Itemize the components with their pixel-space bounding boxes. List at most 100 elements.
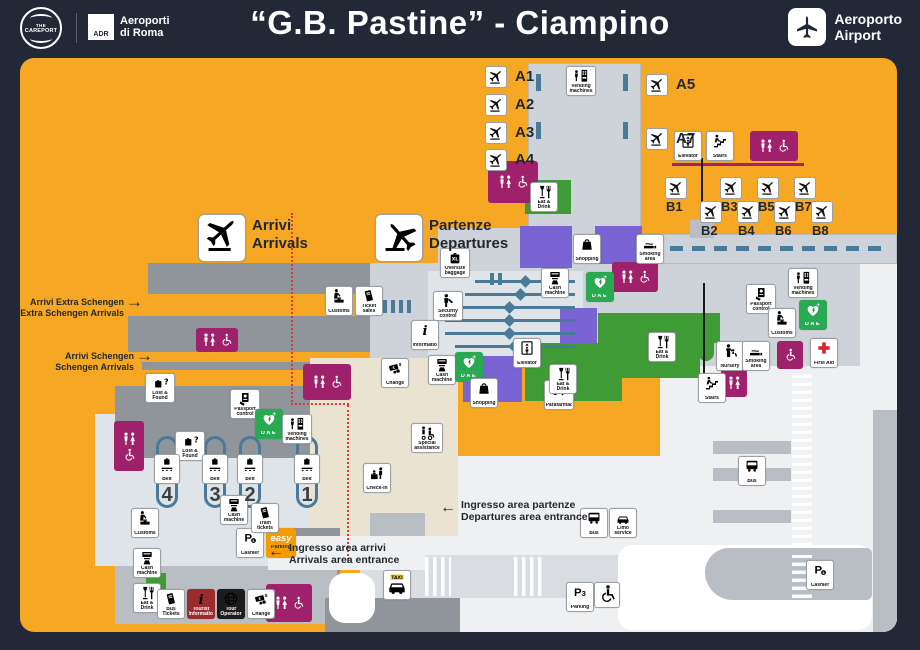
- elevator-central-glyph: [519, 340, 535, 356]
- elevator-pier-a-label: Elevator: [678, 153, 698, 159]
- eat-drink-east: Eat & Drink: [648, 332, 676, 362]
- limo-service-glyph: [615, 510, 631, 526]
- belt-2-icon: Belt: [237, 454, 263, 484]
- restroom-glyph: [729, 376, 740, 389]
- svg-text:€: €: [253, 539, 255, 543]
- bus-stop-east-glyph: [744, 458, 760, 474]
- arrivals-sign-icon-glyph: [203, 216, 241, 254]
- restroom-glyph: [786, 348, 796, 361]
- departures-sign-label-line: Departures: [429, 234, 509, 252]
- passport-control-west-glyph: [237, 391, 253, 407]
- belt-2-icon-glyph: [242, 456, 258, 472]
- gate-a2-icon: [485, 94, 507, 116]
- cash-machine-southwest-label: Cash machine: [136, 566, 158, 577]
- careport-logo: THE CAREPORT: [20, 7, 62, 49]
- belt-1-icon: Belt: [294, 454, 320, 484]
- cash-machine-baggage-label: Cash machine: [223, 513, 245, 524]
- eat-drink-main: Eat & Drink: [549, 364, 577, 394]
- gate-a7-icon: [646, 128, 668, 150]
- corridor-bar-2: [128, 316, 370, 352]
- bus-stop-south-label: Bus: [589, 530, 599, 536]
- restroom-central: [612, 262, 658, 292]
- gate-b1-icon: [665, 177, 687, 199]
- dae-checkin-label: DAE: [460, 374, 478, 380]
- special-assistance-glyph: [419, 425, 435, 441]
- gate-b4-icon: [737, 201, 759, 223]
- parking-cashier-east: P€Cashier: [806, 560, 834, 590]
- stairs-pier-a-glyph: [712, 133, 728, 149]
- cash-machine-security-glyph: [547, 270, 563, 286]
- adr-line1: Aeroporti: [120, 14, 170, 27]
- customs-east: Customs: [768, 308, 796, 338]
- bus-tickets: Bus Tickets: [157, 589, 185, 619]
- arrivals-entrance-label-line: Arrivals area entrance: [289, 554, 400, 567]
- gate-b3-icon: [720, 177, 742, 199]
- arrivals-entrance-arrow-line: ←: [268, 543, 284, 560]
- limo-service-label: Limo service: [614, 526, 632, 537]
- belt-4-icon-glyph: [159, 456, 175, 472]
- departures-entrance-label-line: Departures area entrance: [461, 511, 588, 524]
- careport-text-name: CAREPORT: [24, 27, 58, 34]
- svg-text:?: ?: [194, 435, 198, 444]
- smoking-area-east-glyph: [748, 343, 764, 359]
- restroom-glyph: [500, 175, 511, 188]
- restroom-a-top: [750, 131, 798, 161]
- right-dark-column: [873, 410, 897, 632]
- arrivals-sign-label-line: Arrivi: [252, 217, 292, 234]
- svg-text:i: i: [198, 592, 203, 607]
- restroom-checkin: [303, 364, 351, 400]
- gate-b6-label: B6: [775, 223, 792, 238]
- svg-text:€: €: [258, 596, 262, 602]
- b-door-6: [780, 246, 793, 251]
- information-glyph: i: [417, 322, 433, 338]
- arrivals-sign-label-line: Arrivals: [252, 234, 308, 252]
- first-aid-label: First Aid: [813, 360, 835, 366]
- restroom-accessible-east: [777, 341, 803, 369]
- elevator-pier-a: Elevator: [674, 131, 702, 161]
- svg-text:i: i: [422, 323, 427, 338]
- belt-3-icon-label: Belt: [210, 476, 220, 482]
- dae-central-glyph: +: [592, 274, 608, 290]
- lost-found-south-label: Lost & Found: [182, 449, 198, 460]
- shop-zone-1: [520, 226, 572, 268]
- parking-cashier-east-glyph: P€: [812, 562, 828, 578]
- cash-machine-baggage-glyph: [226, 497, 242, 513]
- elevator-pier-a-glyph: [680, 133, 696, 149]
- restroom-glyph: [222, 333, 232, 346]
- careport-arc-top: [30, 13, 52, 23]
- ticket-sales-label: Ticket sales: [361, 304, 377, 315]
- taxi-glyph: TAXI: [385, 572, 409, 596]
- belt-1-number: 1: [294, 484, 320, 508]
- belt-2-number-line: 2: [244, 484, 256, 506]
- passport-control-west: Passport control: [230, 389, 260, 419]
- dae-east-glyph: +: [805, 302, 821, 318]
- belt-4-icon-label: Belt: [162, 476, 172, 482]
- stairs-east: Stairs: [698, 373, 726, 403]
- departures-entrance-arrow-line: ←: [440, 499, 456, 516]
- eat-drink-pier-glyph: [536, 184, 552, 200]
- info-door-1: [383, 300, 387, 313]
- tour-operator: Tour Operator: [217, 589, 245, 619]
- svg-text:€: €: [823, 571, 825, 575]
- smoking-area-b: Smoking area: [636, 234, 664, 264]
- gate-b6-icon: [774, 201, 796, 223]
- restroom-glyph: [518, 175, 528, 188]
- security-door-1: [490, 273, 494, 285]
- lost-found-north-label: Lost & Found: [152, 391, 168, 402]
- b-door-3: [714, 246, 727, 251]
- gate-b4-label: B4: [738, 223, 755, 238]
- gate-b1-label: B1: [666, 199, 683, 214]
- check-in-glyph: [369, 465, 385, 481]
- restroom-schengen: [196, 328, 238, 352]
- cash-machine-security-label: Cash machine: [544, 286, 566, 297]
- departures-entrance-arrow: ←: [440, 499, 460, 518]
